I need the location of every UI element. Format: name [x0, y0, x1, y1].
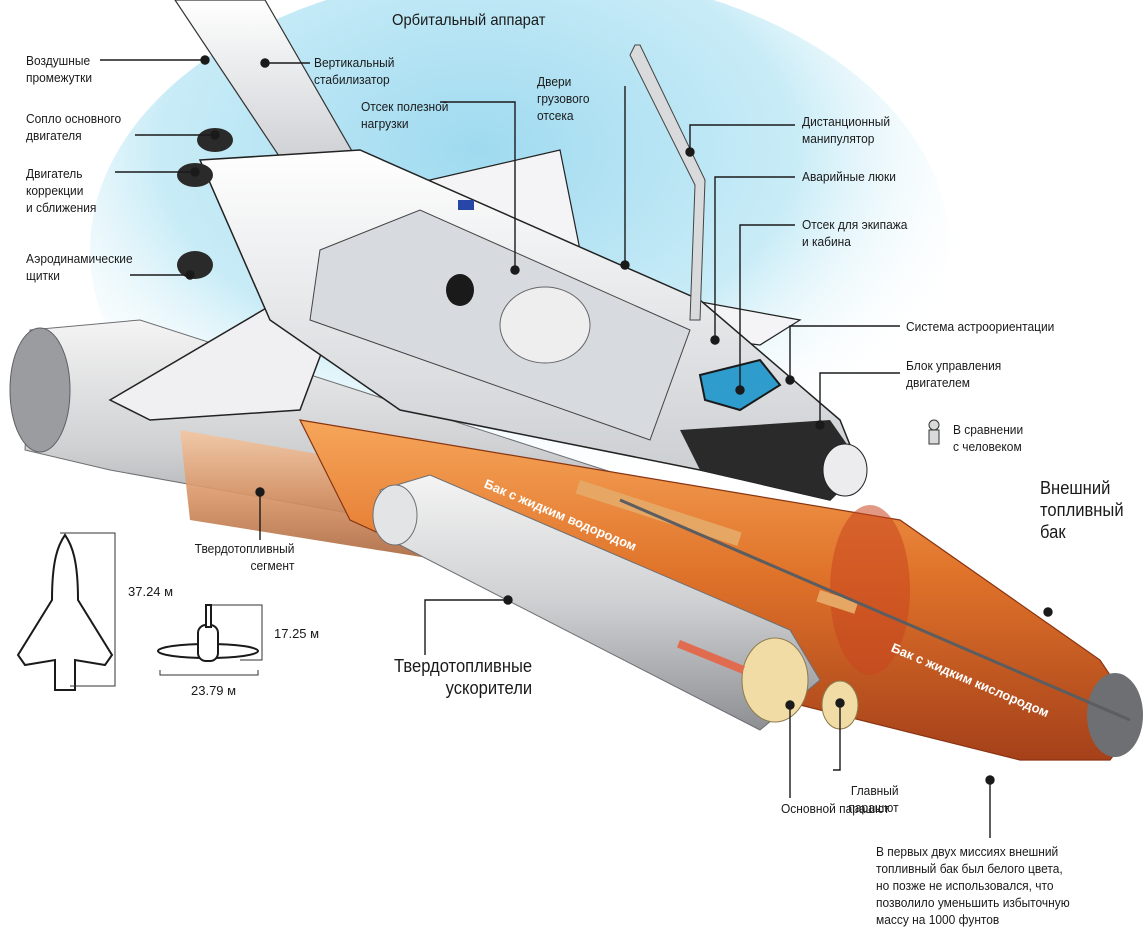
main-engine-nozzle-label: Сопло основного двигателя [26, 111, 122, 143]
height-dimension: 17.25 м [274, 626, 320, 641]
emergency-hatches-label: Аварийные люки [802, 169, 896, 184]
front-view-silhouette [157, 604, 259, 662]
tank-note: В первых двух миссиях внешний топливный … [876, 844, 1070, 927]
star-tracker-label: Система астроориентации [906, 319, 1055, 334]
drogue-chute-label: Главный парашют [848, 783, 899, 815]
remote-manipulator-label: Дистанционный манипулятор [802, 114, 891, 146]
length-dimension: 37.24 м [128, 584, 174, 599]
rcs-engine-label: Двигатель коррекции и сближения [26, 166, 97, 215]
cargo-doors-label: Двери грузового отсека [537, 74, 590, 123]
dimension-lines [60, 532, 263, 687]
crew-compartment-label: Отсек для экипажа и кабина [802, 217, 908, 249]
solid-segment-label: Твердотопливный сегмент [194, 541, 294, 573]
top-view-silhouette [16, 533, 114, 691]
engine-control-label: Блок управления двигателем [906, 358, 1002, 390]
orbiter-title: Орбитальный аппарат [392, 12, 546, 29]
vertical-stabilizer-label: Вертикальный стабилизатор [314, 55, 395, 87]
wingspan-dimension: 23.79 м [191, 683, 237, 698]
payload-bay-label: Отсек полезной нагрузки [361, 99, 449, 131]
orbiter [108, 0, 868, 501]
main-chute-label: Основной парашют [781, 801, 890, 816]
astronaut-icon [928, 419, 940, 445]
human-comparison-label: В сравнении с человеком [953, 422, 1024, 454]
external-tank-label: Внешний топливный бак [1040, 478, 1124, 542]
external-tank [298, 419, 1143, 761]
air-gaps-label: Воздушные промежутки [26, 53, 93, 85]
aero-flaps-label: Аэродинамические щитки [26, 251, 133, 283]
leader-lines [100, 55, 1053, 838]
srb-label: Твердотопливные ускорители [393, 656, 532, 698]
